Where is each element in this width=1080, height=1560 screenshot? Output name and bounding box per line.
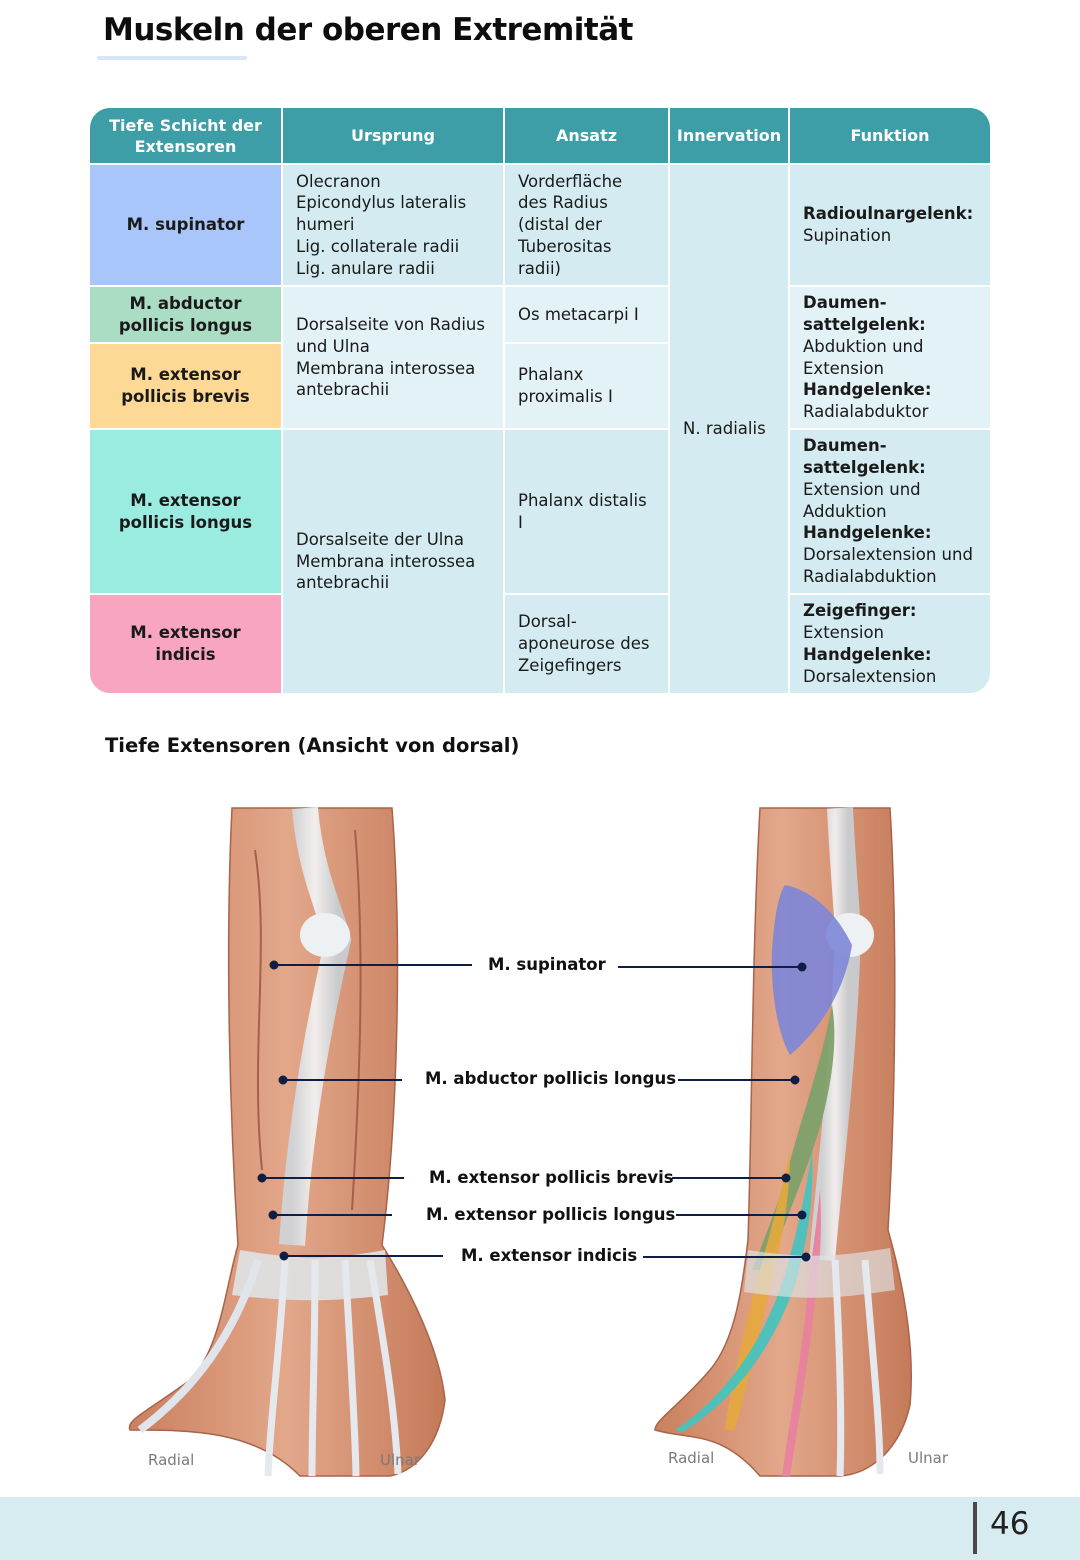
forearm-figure: M. supinator M. abductor pollicis longus… <box>0 790 1080 1490</box>
right-radial-label: Radial <box>668 1449 715 1467</box>
muscle-supinator: M. supinator <box>90 165 281 285</box>
header-ursprung: Ursprung <box>283 108 503 163</box>
label-extensor-pollicis-longus: M. extensor pollicis longus <box>426 1205 676 1224</box>
muscle-extensor-indicis: M. extensor indicis <box>90 595 281 693</box>
left-ulnar-label: Ulnar <box>380 1451 421 1469</box>
left-radial-label: Radial <box>148 1451 195 1469</box>
right-ulnar-label: Ulnar <box>908 1449 949 1467</box>
forearm-illustration <box>128 806 912 1477</box>
label-abductor-pollicis-longus: M. abductor pollicis longus <box>425 1069 677 1088</box>
ansatz-longus: Phalanx distalis I <box>518 490 647 532</box>
muscle-table: Tiefe Schicht der Extensoren Ursprung An… <box>90 108 990 693</box>
ursprung-longus-indicis: Dorsalseite der Ulna Membrana interossea… <box>296 529 476 593</box>
ansatz-abductor: Os metacarpi I <box>505 287 668 342</box>
ansatz-brevis: Phalanx proximalis I <box>505 344 668 428</box>
innervation-cell: N. radialis <box>683 419 766 439</box>
label-extensor-pollicis-brevis: M. extensor pollicis brevis <box>429 1168 674 1187</box>
muscle-extensor-pollicis-longus: M. extensor pollicis longus <box>90 430 281 593</box>
funktion-abductor-brevis: Daumen- sattelgelenk:Abduktion und Exten… <box>790 287 990 428</box>
page-footer <box>0 1497 1080 1560</box>
page-number: 46 <box>990 1506 1030 1542</box>
funktion-longus: Daumen- sattelgelenk:Extension und Adduk… <box>803 436 973 586</box>
ansatz-indicis: Dorsal- aponeurose des Zeigefingers <box>518 612 650 675</box>
ansatz-supinator: Vorderfläche des Radius (distal der Tube… <box>518 171 623 278</box>
ursprung-abductor-brevis: Dorsalseite von Radius und Ulna Membrana… <box>283 287 503 428</box>
left-forearm <box>128 806 446 1477</box>
label-extensor-indicis: M. extensor indicis <box>461 1246 638 1265</box>
header-innervation: Innervation <box>670 108 788 163</box>
header-funktion: Funktion <box>790 108 990 163</box>
funktion-supinator: Radioulnargelenk:Supination <box>803 204 974 245</box>
figure-title: Tiefe Extensoren (Ansicht von dorsal) <box>105 734 520 757</box>
page-title: Muskeln der oberen Extremität <box>103 12 633 48</box>
right-forearm <box>654 807 912 1477</box>
ursprung-supinator: Olecranon Epicondylus lateralis humeri L… <box>296 171 467 278</box>
title-underline <box>97 56 247 60</box>
page-number-bar <box>973 1502 977 1554</box>
muscle-extensor-pollicis-brevis: M. extensor pollicis brevis <box>90 344 281 428</box>
header-muscle: Tiefe Schicht der Extensoren <box>90 108 281 163</box>
label-supinator: M. supinator <box>488 955 606 974</box>
muscle-abductor-pollicis-longus: M. abductor pollicis longus <box>90 287 281 342</box>
leader-lines <box>257 960 811 1262</box>
header-ansatz: Ansatz <box>505 108 668 163</box>
